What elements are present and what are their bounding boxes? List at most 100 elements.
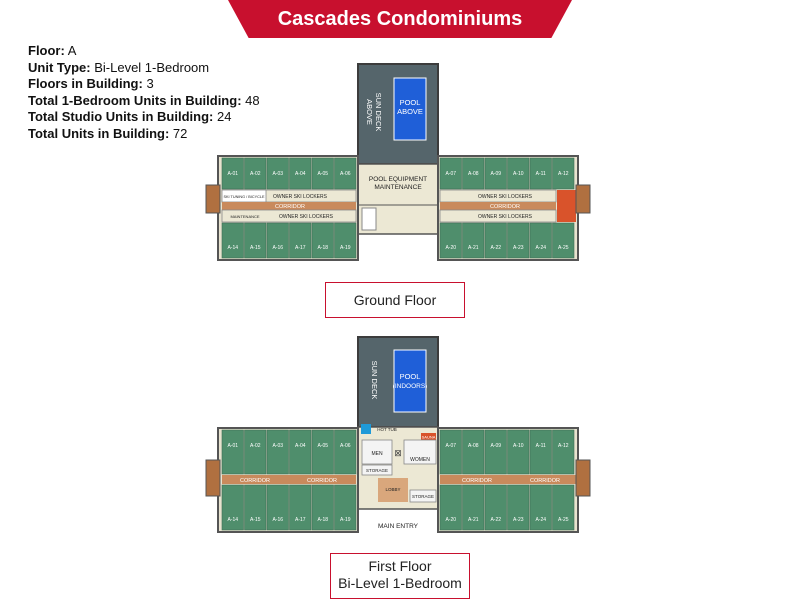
unit-label: A-17: [295, 245, 306, 251]
first-floor-caption: First Floor Bi-Level 1-Bedroom: [330, 553, 470, 599]
hot-tub: [361, 424, 371, 434]
unit-label: A-17: [295, 517, 306, 523]
unit-label: A-08: [468, 171, 479, 177]
unit-cell: [244, 484, 267, 531]
unit-cell: [266, 429, 289, 475]
unit-label: A-10: [513, 443, 524, 449]
unit-cell: [289, 429, 312, 475]
unit-cell: [221, 484, 244, 531]
page-title: Cascades Condominiums: [277, 8, 523, 30]
unit-cell: [311, 429, 334, 475]
sauna: [421, 433, 436, 440]
ground-stair-center: [361, 207, 377, 231]
unit-cell: [311, 222, 334, 259]
unit-label: A-02: [250, 443, 261, 449]
info-value: 72: [172, 125, 188, 141]
unit-cell: [529, 429, 552, 475]
title-banner: Cascades Condominiums: [228, 0, 572, 38]
first-deck-label: SUN DECK: [370, 361, 379, 400]
first-right-corridor: [440, 475, 576, 484]
unit-cell: [334, 429, 357, 475]
storage-label-1: STORAGE: [366, 468, 388, 473]
info-label: Total 1-Bedroom Units in Building:: [28, 92, 242, 108]
ground-lockers-label: OWNER SKI LOCKERS: [279, 214, 334, 220]
unit-label: A-04: [295, 443, 306, 449]
first-corridor-label: CORRIDOR: [530, 478, 560, 484]
first-corridor-label: CORRIDOR: [240, 478, 270, 484]
unit-label: A-22: [490, 245, 501, 251]
ground-corridor-label: CORRIDOR: [490, 204, 520, 210]
ground-lockers-label: OWNER SKI LOCKERS: [478, 194, 533, 200]
unit-cell: [507, 484, 530, 531]
unit-cell: [244, 222, 267, 259]
info-value: 3: [146, 76, 154, 91]
unit-label: A-07: [445, 171, 456, 177]
ground-lockers-label: OWNER SKI LOCKERS: [273, 194, 328, 200]
ground-right-lockers-bottom: [439, 209, 557, 223]
first-floor-plan: SUN DECK POOL (INDOORS) HOT TUB SAUNA ME…: [205, 336, 591, 533]
ground-maintenance-label: MAINTENANCE: [374, 184, 422, 191]
unit-cell: [529, 484, 552, 531]
unit-cell: [221, 157, 244, 190]
first-floor-unit-type: Bi-Level 1-Bedroom: [338, 575, 462, 591]
ground-deck-label: SUN DECK: [374, 93, 383, 132]
ground-right-stair: [575, 184, 591, 214]
womens-room-label: WOMEN: [410, 457, 430, 463]
unit-label: A-16: [272, 517, 283, 523]
unit-cell: [484, 429, 507, 475]
unit-cell: [484, 222, 507, 259]
unit-label: A-21: [468, 517, 479, 523]
unit-label: A-18: [317, 517, 328, 523]
unit-label: A-10: [513, 171, 524, 177]
ground-corridor-label: CORRIDOR: [275, 204, 305, 210]
unit-label: A-24: [535, 245, 546, 251]
info-value: 48: [245, 92, 260, 108]
first-right-stair: [575, 459, 591, 497]
ground-equipment-label: POOL EQUIPMENT: [369, 176, 427, 183]
unit-cell: [552, 157, 575, 190]
unit-cell: [311, 484, 334, 531]
unit-cell: [462, 222, 485, 259]
elevator-icon: ⊠: [394, 448, 402, 458]
unit-label: A-14: [227, 245, 238, 251]
info-value: Bi-Level 1-Bedroom: [94, 59, 210, 75]
info-studio-total: Total Studio Units in Building: 24: [28, 109, 260, 126]
unit-cell: [484, 157, 507, 190]
unit-cell: [552, 429, 575, 475]
unit-label: A-07: [445, 443, 456, 449]
unit-label: A-05: [317, 443, 328, 449]
ground-floor-label: Ground Floor: [353, 292, 437, 308]
unit-cell: [439, 484, 462, 531]
info-label: Total Units in Building:: [28, 125, 170, 141]
unit-cell: [484, 484, 507, 531]
ground-floor-caption: Ground Floor: [325, 282, 465, 318]
mens-room-label: MEN: [371, 451, 383, 457]
ground-right-corridor: [440, 202, 556, 210]
lobby-label: LOBBY: [385, 487, 400, 492]
storage-room-2: [409, 489, 437, 503]
unit-label: A-19: [340, 517, 351, 523]
info-label: Unit Type:: [28, 59, 91, 75]
unit-cell: [289, 484, 312, 531]
info-label: Floor:: [28, 43, 65, 58]
info-label: Total Studio Units in Building:: [28, 109, 214, 124]
first-floor-label: First Floor: [368, 558, 432, 574]
unit-label: A-08: [468, 443, 479, 449]
unit-cell: [334, 222, 357, 259]
unit-label: A-25: [558, 245, 569, 251]
unit-label: A-25: [558, 517, 569, 523]
unit-cell: [266, 157, 289, 190]
unit-cell: [266, 222, 289, 259]
unit-label: A-04: [295, 171, 306, 177]
info-floor: Floor: A: [28, 43, 260, 60]
unit-cell: [244, 429, 267, 475]
unit-cell: [507, 429, 530, 475]
ground-lockers-label: OWNER SKI LOCKERS: [478, 214, 533, 220]
ground-pool-label: POOL: [400, 98, 421, 107]
